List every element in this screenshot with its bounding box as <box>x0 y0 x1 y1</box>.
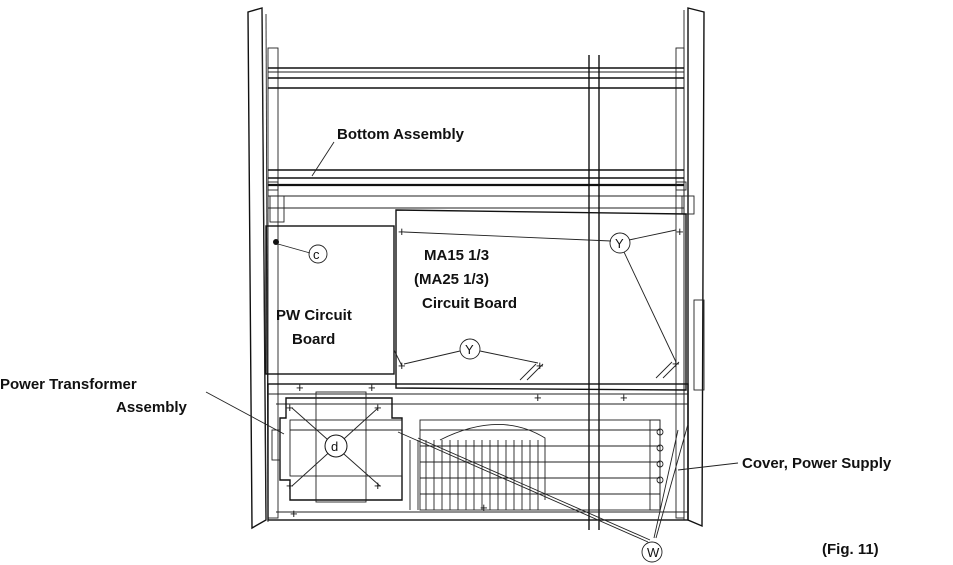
callout-y-lower: Y <box>403 338 539 365</box>
svg-text:+: + <box>620 390 628 405</box>
svg-text:+: + <box>374 400 382 415</box>
figure-caption: (Fig. 11) <box>822 541 879 558</box>
svg-text:+: + <box>368 380 376 395</box>
svg-text:c: c <box>313 247 320 262</box>
svg-text:Bottom Assembly: Bottom Assembly <box>337 126 465 143</box>
callout-y-right: Y <box>403 229 677 363</box>
svg-text:MA15 1/3: MA15 1/3 <box>424 247 489 264</box>
ma15-circuit-board: + + + + + <box>393 209 687 391</box>
left-side-panel <box>247 7 279 530</box>
svg-text:+: + <box>672 356 680 371</box>
callout-c: c <box>277 243 328 264</box>
svg-text:Assembly: Assembly <box>116 399 188 416</box>
svg-text:Board: Board <box>292 331 335 348</box>
bottom-assembly-label: Bottom Assembly <box>311 126 465 177</box>
svg-text:+: + <box>398 224 406 239</box>
svg-text:+: + <box>480 500 488 515</box>
svg-text:Power Transformer: Power Transformer <box>0 376 137 393</box>
svg-text:W: W <box>647 545 660 560</box>
svg-text:+: + <box>534 390 542 405</box>
right-side-panel <box>675 7 705 528</box>
svg-text:+: + <box>286 478 294 493</box>
svg-text:+: + <box>536 358 544 373</box>
callout-w: W <box>397 423 689 563</box>
svg-text:+: + <box>296 380 304 395</box>
callout-d: d <box>324 434 348 458</box>
svg-text:Y: Y <box>615 236 624 251</box>
svg-text:(MA25 1/3): (MA25 1/3) <box>414 271 489 288</box>
svg-text:Y: Y <box>465 342 474 357</box>
pw-circuit-board <box>265 225 395 375</box>
top-rails <box>268 67 684 89</box>
svg-text:+: + <box>290 506 298 521</box>
svg-text:PW Circuit: PW Circuit <box>276 307 352 324</box>
svg-text:Circuit Board: Circuit Board <box>422 295 517 312</box>
heat-sink <box>409 419 664 511</box>
center-vertical-rails <box>588 55 600 530</box>
svg-text:Cover, Power Supply: Cover, Power Supply <box>742 455 892 472</box>
svg-text:d: d <box>331 439 338 454</box>
ma15-board-label: MA15 1/3 (MA25 1/3) Circuit Board <box>414 247 517 312</box>
pw-board-label: PW Circuit Board <box>276 307 352 348</box>
power-transformer-label: Power Transformer Assembly <box>0 376 285 435</box>
bottom-assembly-rail <box>267 169 695 223</box>
svg-text:+: + <box>374 478 382 493</box>
power-supply-tray: + + + + + + <box>267 380 689 521</box>
screw-c <box>273 239 279 245</box>
cover-power-supply-label: Cover, Power Supply <box>677 455 892 472</box>
svg-text:+: + <box>676 224 684 239</box>
svg-text:+: + <box>286 400 294 415</box>
